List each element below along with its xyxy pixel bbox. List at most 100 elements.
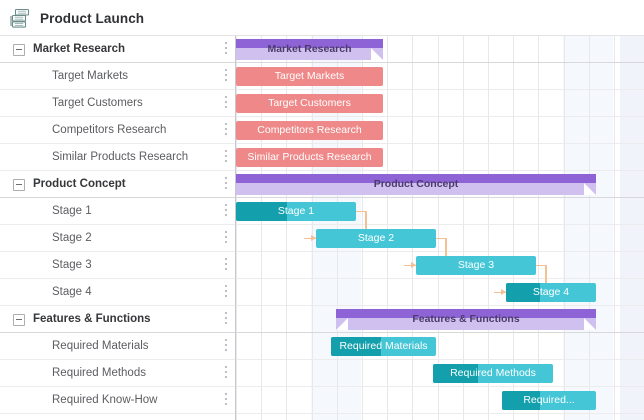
task-label: Stage 4 xyxy=(52,286,92,298)
grid-column-line xyxy=(236,36,237,420)
minus-box-icon[interactable] xyxy=(13,314,25,326)
grid-column-line xyxy=(387,36,388,420)
grid-row-line xyxy=(236,305,644,306)
task-bar-label: Required Methods xyxy=(450,367,536,379)
task-row[interactable]: Stage 1 xyxy=(0,198,236,225)
grid-column-line xyxy=(589,36,590,420)
grid-row-line xyxy=(236,116,644,117)
grid-column-line xyxy=(412,36,413,420)
grid-column-line xyxy=(337,36,338,420)
dependency-arrow-head xyxy=(501,289,506,295)
task-row[interactable]: Stage 2 xyxy=(0,225,236,252)
grid-column-line xyxy=(261,36,262,420)
task-row[interactable]: Required Methods xyxy=(0,360,236,387)
gantt-task-bar[interactable]: Stage 4 xyxy=(506,283,596,302)
minus-box-icon[interactable] xyxy=(13,44,25,56)
grid-column-line xyxy=(463,36,464,420)
summary-bar-label: Market Research xyxy=(267,43,352,55)
gantt-task-bar[interactable]: Competitors Research xyxy=(236,121,383,140)
task-bar-label: Competitors Research xyxy=(257,124,362,136)
page-title: Product Launch xyxy=(40,11,145,26)
more-vertical-icon[interactable] xyxy=(225,339,228,354)
gantt-task-bar[interactable]: Required... xyxy=(502,391,596,410)
grid-column-line xyxy=(286,36,287,420)
task-group-row[interactable]: Features & Functions xyxy=(0,306,236,333)
task-row[interactable]: Similar Products Research xyxy=(0,144,236,171)
task-row[interactable]: Required Materials xyxy=(0,333,236,360)
task-progress-fill xyxy=(433,364,478,383)
more-vertical-icon[interactable] xyxy=(225,366,228,381)
summary-taper-left xyxy=(336,318,348,330)
app-header: Product Launch xyxy=(0,0,644,36)
grid-row-line xyxy=(236,62,644,63)
task-row[interactable]: Competitors Research xyxy=(0,117,236,144)
task-row[interactable]: Stage 4 xyxy=(0,279,236,306)
gantt-task-bar[interactable]: Stage 1 xyxy=(236,202,356,221)
dependency-arrow-head xyxy=(311,235,316,241)
more-vertical-icon[interactable] xyxy=(225,312,228,327)
task-row[interactable]: Required Know-How xyxy=(0,387,236,414)
task-label: Stage 1 xyxy=(52,205,92,217)
more-vertical-icon[interactable] xyxy=(225,393,228,408)
summary-bar-label: Product Concept xyxy=(373,178,459,190)
dependency-arrow-head xyxy=(411,262,416,268)
summary-bar-cap xyxy=(336,309,596,318)
task-label: Required Know-How xyxy=(52,394,158,406)
dependency-arrow-segment xyxy=(356,210,365,212)
task-progress-fill xyxy=(506,283,540,302)
more-vertical-icon[interactable] xyxy=(225,231,228,246)
more-vertical-icon[interactable] xyxy=(225,204,228,219)
task-bar-label: Stage 2 xyxy=(357,232,395,244)
more-vertical-icon[interactable] xyxy=(225,69,228,84)
dependency-arrow-segment xyxy=(545,265,547,292)
minus-box-icon[interactable] xyxy=(13,179,25,191)
grid-column-line xyxy=(362,36,363,420)
gantt-summary-bar[interactable]: Market Research xyxy=(236,39,383,60)
panel-divider xyxy=(235,36,236,420)
more-vertical-icon[interactable] xyxy=(225,42,228,57)
task-bar-label: Stage 4 xyxy=(532,286,570,298)
task-bar-label: Required Materials xyxy=(339,340,428,352)
gantt-summary-bar[interactable]: Product Concept xyxy=(236,174,596,195)
summary-bar-label: Features & Functions xyxy=(412,313,520,325)
task-group-row[interactable]: Product Concept xyxy=(0,171,236,198)
task-row[interactable]: Target Markets xyxy=(0,63,236,90)
task-row[interactable]: Stage 3 xyxy=(0,252,236,279)
task-bar-label: Required... xyxy=(523,394,575,406)
grid-column-line xyxy=(438,36,439,420)
grid-column-line xyxy=(312,36,313,420)
gantt-task-bar[interactable]: Required Methods xyxy=(433,364,553,383)
more-vertical-icon[interactable] xyxy=(225,285,228,300)
gantt-task-bar[interactable]: Target Customers xyxy=(236,94,383,113)
task-bar-label: Stage 1 xyxy=(277,205,315,217)
more-vertical-icon[interactable] xyxy=(225,96,228,111)
grid-row-line xyxy=(236,359,644,360)
task-label: Competitors Research xyxy=(52,124,167,136)
grid-row-line xyxy=(236,170,644,171)
grid-row-line xyxy=(236,224,644,225)
gantt-summary-bar[interactable]: Features & Functions xyxy=(336,309,596,330)
more-vertical-icon[interactable] xyxy=(225,177,228,192)
gantt-task-bar[interactable]: Target Markets xyxy=(236,67,383,86)
more-vertical-icon[interactable] xyxy=(225,258,228,273)
gantt-task-bar[interactable]: Similar Products Research xyxy=(236,148,383,167)
dependency-arrow-segment xyxy=(445,238,447,265)
grid-row-line xyxy=(236,89,644,90)
gantt-task-bar[interactable]: Stage 2 xyxy=(316,229,436,248)
summary-bar-cap xyxy=(236,174,596,183)
task-progress-fill xyxy=(236,202,287,221)
task-group-row[interactable]: Market Research xyxy=(0,36,236,63)
task-bar-label: Target Markets xyxy=(274,70,345,82)
more-vertical-icon[interactable] xyxy=(225,123,228,138)
task-bar-label: Stage 3 xyxy=(457,259,495,271)
timeline-weekend-band-right xyxy=(620,36,644,420)
gantt-task-bar[interactable]: Stage 3 xyxy=(416,256,536,275)
task-row[interactable]: Target Customers xyxy=(0,90,236,117)
task-group-label: Market Research xyxy=(33,43,126,55)
more-vertical-icon[interactable] xyxy=(225,150,228,165)
dependency-arrow-segment xyxy=(436,237,445,239)
gantt-task-bar[interactable]: Required Materials xyxy=(331,337,436,356)
grid-row-line xyxy=(236,332,644,333)
task-label: Target Customers xyxy=(52,97,143,109)
